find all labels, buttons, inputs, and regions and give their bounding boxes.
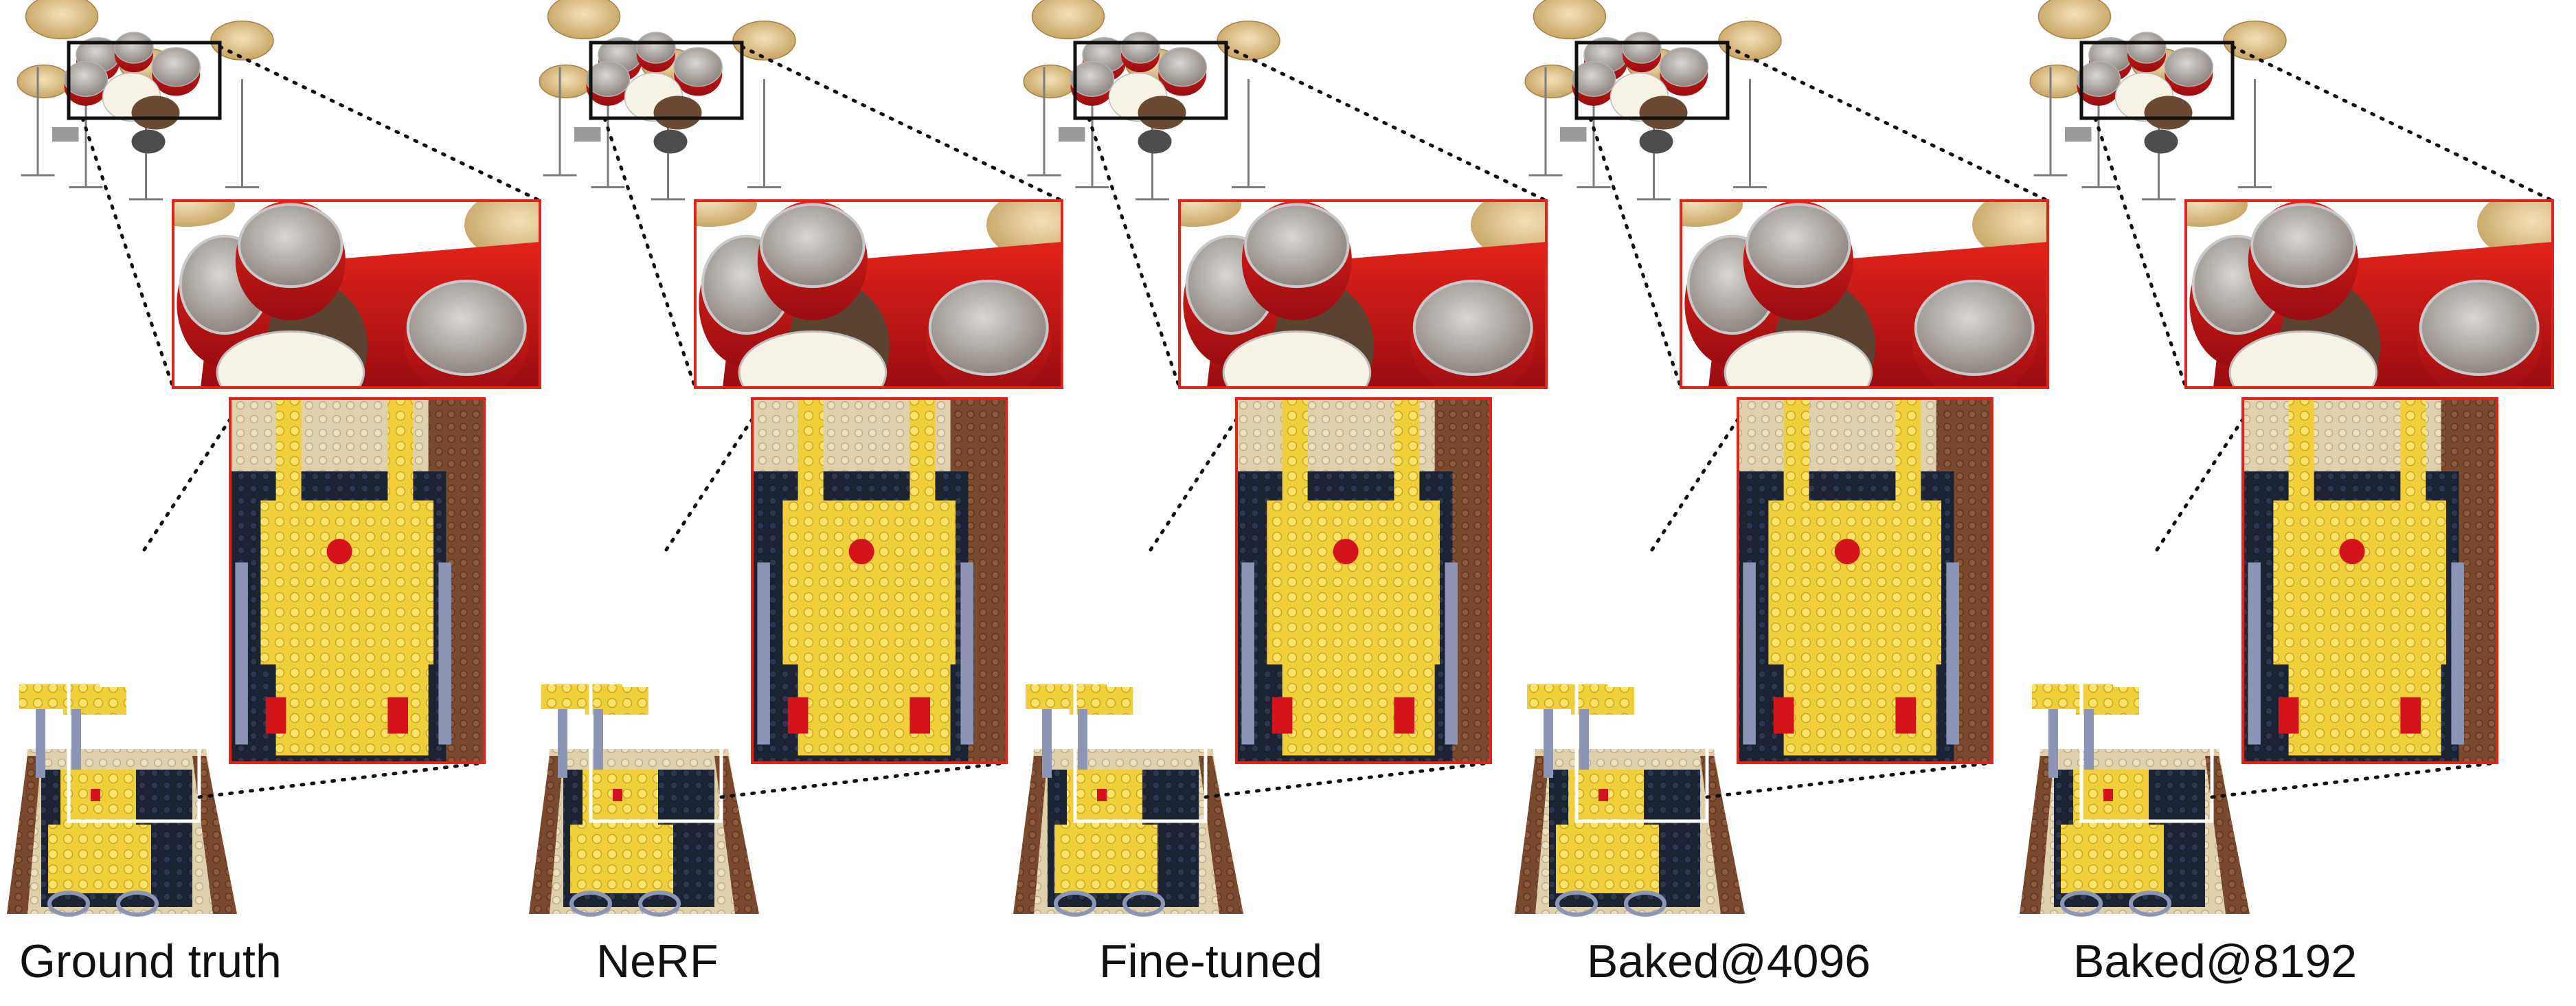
crop-box bbox=[1073, 41, 1228, 120]
crop-box bbox=[1574, 41, 1730, 120]
drum-kit-render bbox=[16, 0, 274, 201]
drum-kit-render bbox=[1023, 0, 1280, 201]
crop-box bbox=[67, 644, 201, 823]
lego-zoom-inset bbox=[1737, 397, 1993, 764]
lego-bulldozer-render bbox=[7, 684, 237, 917]
method-caption: Ground truth bbox=[19, 935, 282, 987]
drum-zoom-inset bbox=[1178, 199, 1548, 389]
method-panel bbox=[1013, 0, 1548, 917]
drum-zoom-inset bbox=[2184, 199, 2554, 389]
method-panel bbox=[1515, 0, 2050, 917]
lego-bulldozer-render bbox=[2020, 684, 2250, 917]
lego-bulldozer-render bbox=[1013, 684, 1243, 917]
lego-zoom-inset bbox=[1235, 397, 1492, 764]
drum-kit-render bbox=[1524, 0, 1782, 201]
crop-box bbox=[589, 41, 744, 120]
method-panel bbox=[2020, 0, 2555, 917]
drum-zoom-inset bbox=[172, 199, 541, 389]
crop-box bbox=[2079, 41, 2235, 120]
method-caption: NeRF bbox=[596, 935, 719, 987]
crop-box bbox=[67, 41, 222, 120]
method-panel bbox=[7, 0, 542, 917]
method-caption: Baked@8192 bbox=[2073, 935, 2358, 987]
method-caption: Baked@4096 bbox=[1587, 935, 1871, 987]
drum-kit-render bbox=[2029, 0, 2287, 201]
lego-zoom-inset bbox=[751, 397, 1008, 764]
lego-bulldozer-render bbox=[529, 684, 759, 917]
crop-box bbox=[1574, 644, 1709, 823]
lego-zoom-inset bbox=[2241, 397, 2498, 764]
drum-zoom-inset bbox=[1680, 199, 2049, 389]
method-caption: Fine-tuned bbox=[1099, 935, 1323, 987]
crop-box bbox=[2079, 644, 2214, 823]
method-panel bbox=[529, 0, 1064, 917]
crop-box bbox=[1073, 644, 1208, 823]
drum-kit-render bbox=[539, 0, 796, 201]
lego-zoom-inset bbox=[229, 397, 486, 764]
drum-zoom-inset bbox=[694, 199, 1063, 389]
crop-box bbox=[589, 644, 723, 823]
lego-bulldozer-render bbox=[1515, 684, 1745, 917]
